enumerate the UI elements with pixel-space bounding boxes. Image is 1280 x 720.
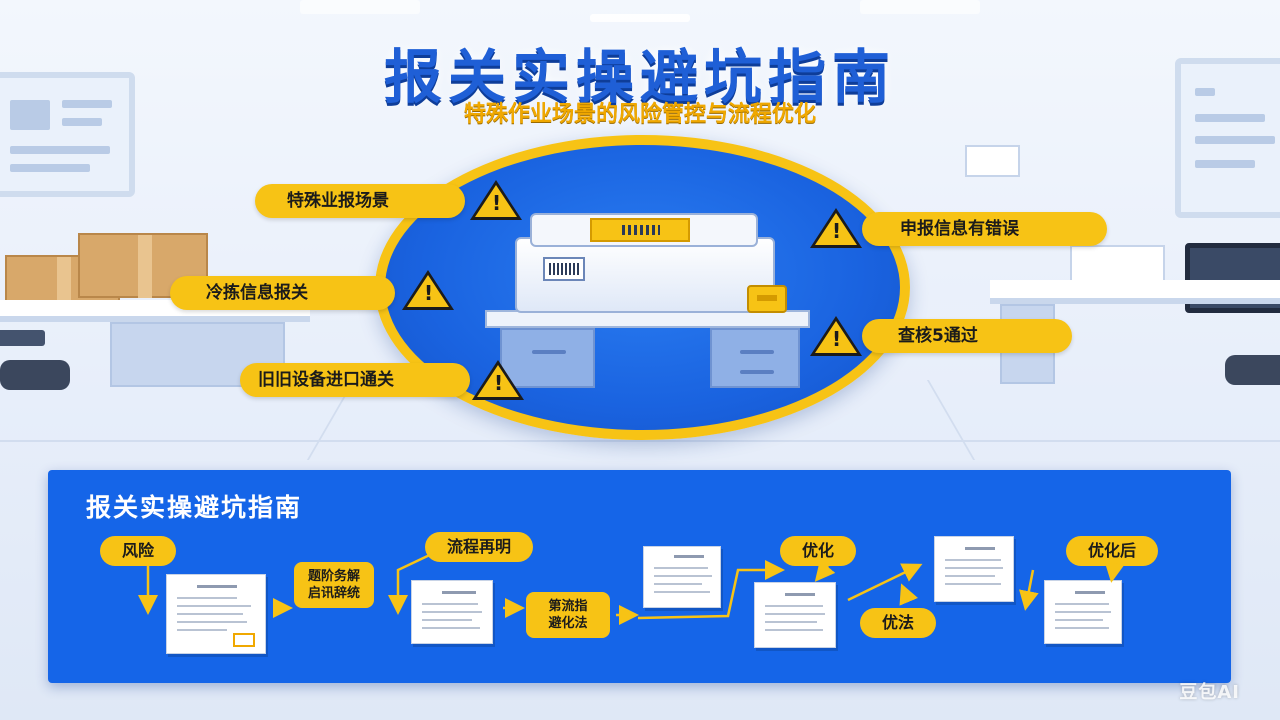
flow-arrows <box>138 550 1125 625</box>
office-chair <box>1225 355 1280 385</box>
step-after-optimization: 优化后 <box>1066 536 1159 566</box>
ceiling-light <box>860 0 980 14</box>
flow-arrow <box>388 550 437 615</box>
warning-icon: ! <box>810 208 862 248</box>
document-sheet <box>1044 580 1122 644</box>
floor-line <box>926 380 976 460</box>
workflow-panel: 报关实操避坑指南 风险 题阶务解 启讯辞统 流程再明 第流指 避化法 优化 <box>48 470 1231 683</box>
warning-icon: ! <box>472 360 524 400</box>
scenario-label-text: 申报信息有错误 <box>900 219 1019 239</box>
keyboard <box>0 330 45 346</box>
watermark: 豆包AI <box>1179 682 1240 703</box>
scenario-label-text: 查核5通过 <box>898 326 978 346</box>
document-sheet <box>411 580 493 644</box>
ceiling-light <box>300 0 420 14</box>
panel-title: 报关实操避坑指南 <box>86 493 303 522</box>
step-box-2: 第流指 避化法 <box>526 592 610 638</box>
flow-arrow <box>847 563 923 602</box>
barcode-label <box>543 257 585 281</box>
document-sheet <box>754 582 836 648</box>
scenario-label-text: 特殊业报场景 <box>287 191 389 211</box>
right-desk <box>990 280 1280 304</box>
step-box-2-line-2: 避化法 <box>548 616 588 631</box>
step-box-1-line-1: 题阶务解 <box>307 569 360 584</box>
warning-icon: ! <box>470 180 522 220</box>
flow-arrow <box>1019 569 1039 611</box>
step-risk: 风险 <box>100 536 177 566</box>
warning-icon: ! <box>402 270 454 310</box>
office-chair <box>0 360 70 390</box>
floor-line <box>0 440 1280 442</box>
flow-arrow <box>899 583 918 606</box>
step-box-1: 题阶务解 启讯辞统 <box>294 562 374 608</box>
scenario-label-declaration-error: 申报信息有错误 <box>862 212 1107 246</box>
wall-whiteboard <box>0 72 135 197</box>
flow-arrow <box>637 560 785 620</box>
customs-desk-drawer <box>710 328 800 388</box>
document-sheet <box>934 536 1014 602</box>
flow-arrow <box>814 560 836 582</box>
paper-stack <box>1070 245 1165 285</box>
document-sheet <box>166 574 266 654</box>
wall-notice <box>965 145 1020 177</box>
crate-label <box>590 218 690 242</box>
document-sheet <box>643 546 721 608</box>
flow-arrow <box>1104 561 1125 583</box>
step-box-2-line-1: 第流指 <box>548 599 588 614</box>
step-method: 优法 <box>860 608 937 638</box>
step-process: 流程再明 <box>425 532 534 562</box>
wall-whiteboard <box>1175 58 1280 218</box>
scenario-label-text: 旧旧设备进口通关 <box>258 370 394 390</box>
scenario-label-used-equipment: 旧旧设备进口通关 <box>240 363 470 397</box>
step-box-1-line-2: 启讯辞统 <box>307 586 360 601</box>
page-title: 报关实操避坑指南 <box>383 43 896 111</box>
scenario-label-inspection-pass: 查核5通过 <box>862 319 1072 353</box>
central-illustration <box>375 135 910 440</box>
id-card <box>747 285 787 313</box>
scenario-label-text: 冷拣信息报关 <box>206 283 308 303</box>
scenario-label-special-declaration: 特殊业报场景 <box>255 184 465 218</box>
warning-icon: ! <box>810 316 862 356</box>
page-subtitle: 特殊作业场景的风险管控与流程优化 <box>463 102 816 127</box>
ceiling-light <box>590 14 690 22</box>
scenario-label-cold-chain: 冷拣信息报关 <box>170 276 395 310</box>
